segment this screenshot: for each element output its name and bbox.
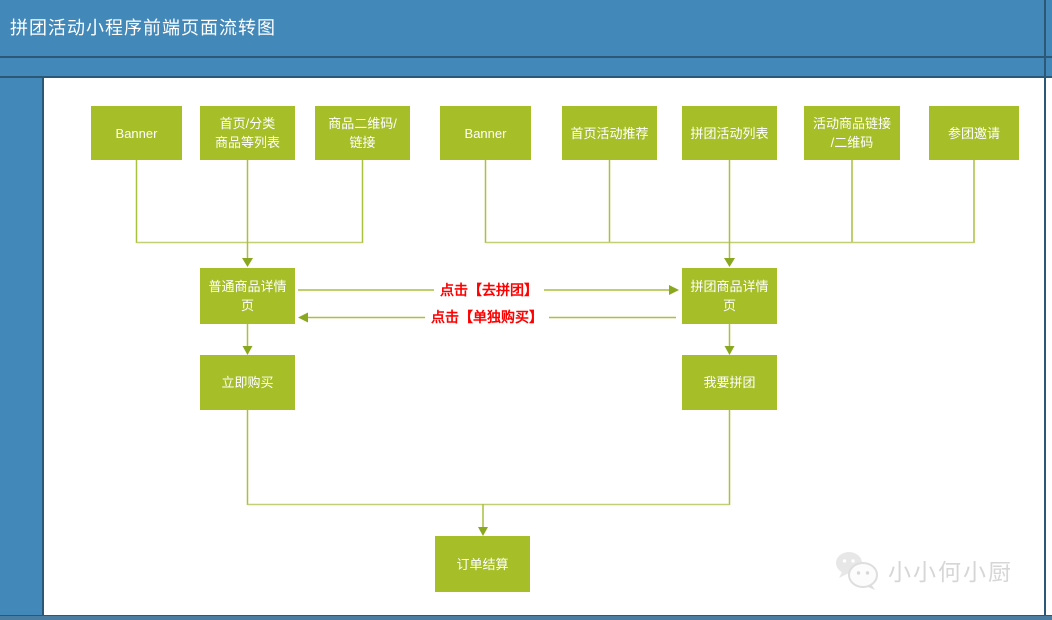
node-activity-product-link: 活动商品链接 /二维码 <box>804 106 900 160</box>
bottom-rail <box>0 615 1052 620</box>
title-bar: 拼团活动小程序前端页面流转图 <box>0 0 1052 58</box>
node-want-group-buy: 我要拼团 <box>682 355 777 410</box>
right-margin <box>1046 78 1052 616</box>
edge-label-go-group-buy: 点击【去拼团】 <box>434 279 544 301</box>
edge-label-buy-alone: 点击【单独购买】 <box>425 306 549 328</box>
page-title: 拼团活动小程序前端页面流转图 <box>10 18 276 38</box>
arrowhead-to-group-detail-right <box>669 285 679 295</box>
arrowhead-into-buy-now <box>242 346 253 355</box>
node-home-category-list: 首页/分类 商品等列表 <box>200 106 295 160</box>
node-normal-product-detail: 普通商品详情 页 <box>200 268 295 324</box>
arrowhead-into-group-detail <box>724 258 735 267</box>
node-order-checkout: 订单结算 <box>435 536 530 592</box>
arrowhead-into-want-group <box>724 346 735 355</box>
node-banner-left: Banner <box>91 106 182 160</box>
node-buy-now: 立即购买 <box>200 355 295 410</box>
node-home-activity-promo: 首页活动推荐 <box>562 106 657 160</box>
right-border <box>1044 0 1046 616</box>
watermark: 小小何小厨 <box>834 548 1013 592</box>
wechat-icon <box>836 552 878 590</box>
node-join-group-invite: 参团邀请 <box>929 106 1019 160</box>
arrowhead-to-normal-detail-left <box>298 312 308 323</box>
sub-header-strip <box>0 58 1052 78</box>
node-banner-right: Banner <box>440 106 531 160</box>
left-rail <box>0 78 44 616</box>
arrowhead-into-order <box>478 527 488 536</box>
watermark-text: 小小何小厨 <box>888 559 1013 585</box>
arrowhead-into-normal-detail <box>242 258 253 267</box>
node-product-qr-link: 商品二维码/ 链接 <box>315 106 410 160</box>
node-group-product-detail: 拼团商品详情 页 <box>682 268 777 324</box>
node-group-activity-list: 拼团活动列表 <box>682 106 777 160</box>
